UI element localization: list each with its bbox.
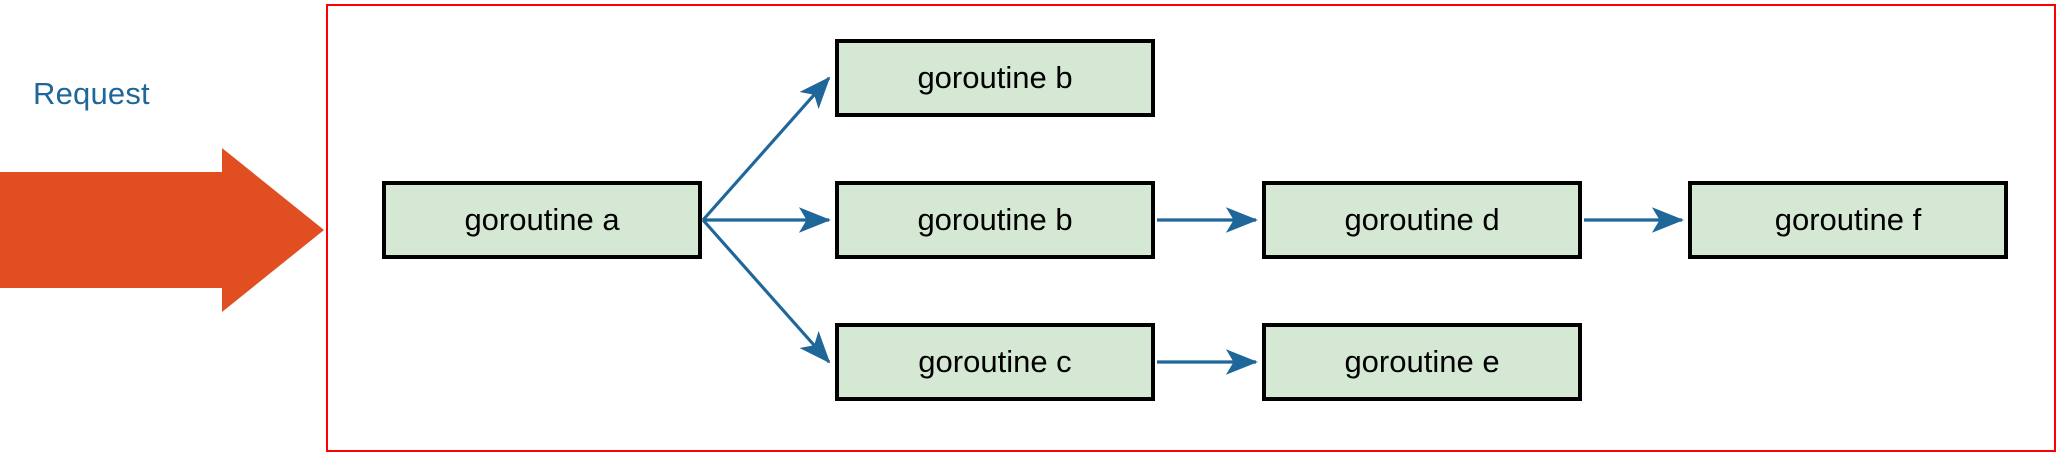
node-label: goroutine b	[917, 202, 1073, 237]
node-goroutine-b2[interactable]: goroutine b	[835, 181, 1155, 259]
process-boundary-frame	[326, 4, 2056, 452]
node-goroutine-b1[interactable]: goroutine b	[835, 39, 1155, 117]
node-goroutine-d[interactable]: goroutine d	[1262, 181, 1582, 259]
node-goroutine-e[interactable]: goroutine e	[1262, 323, 1582, 401]
request-arrow-icon	[0, 148, 324, 312]
node-label: goroutine c	[918, 344, 1072, 379]
node-goroutine-c[interactable]: goroutine c	[835, 323, 1155, 401]
node-label: goroutine a	[464, 202, 620, 237]
request-label: Request	[33, 76, 150, 111]
node-goroutine-a[interactable]: goroutine a	[382, 181, 702, 259]
node-label: goroutine f	[1774, 202, 1922, 237]
node-label: goroutine d	[1344, 202, 1500, 237]
node-goroutine-f[interactable]: goroutine f	[1688, 181, 2008, 259]
node-label: goroutine b	[917, 60, 1073, 95]
node-label: goroutine e	[1344, 344, 1500, 379]
